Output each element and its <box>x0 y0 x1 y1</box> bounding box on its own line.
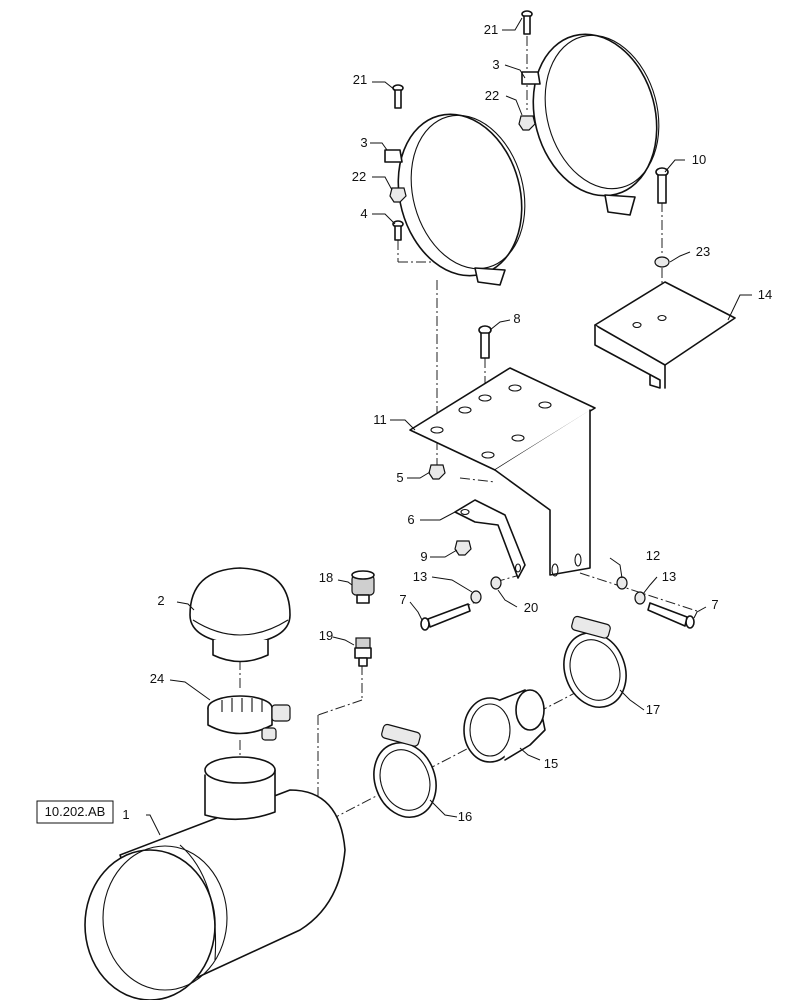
callout-12: 12 <box>646 548 660 563</box>
callout-23: 23 <box>696 244 710 259</box>
callouts: 1 2 3 3 4 5 6 7 7 8 9 10 11 12 13 13 14 … <box>122 22 772 824</box>
air-filter-housing <box>84 756 346 1000</box>
bolt-8 <box>478 325 492 359</box>
callout-6: 6 <box>407 512 414 527</box>
hose-clamp-16 <box>373 723 437 818</box>
nut-9 <box>454 540 472 556</box>
rain-cap <box>189 567 291 663</box>
nut-22-lower <box>389 187 407 203</box>
hose-clamp-17 <box>563 615 627 708</box>
bolt-21-upper <box>521 10 533 35</box>
callout-21a: 21 <box>353 72 367 87</box>
bolt-7-left <box>420 603 471 631</box>
callout-19: 19 <box>319 628 333 643</box>
callout-7b: 7 <box>711 597 718 612</box>
bolt-21-lower <box>392 84 404 109</box>
band-clamp-upper <box>521 33 660 216</box>
callout-13a: 13 <box>413 569 427 584</box>
band-clamp-lower <box>384 113 526 286</box>
bolt-10 <box>655 167 669 204</box>
callout-17: 17 <box>646 702 660 717</box>
callout-21b: 21 <box>484 22 498 37</box>
washer-13-right <box>634 591 646 605</box>
bracket-14 <box>594 281 736 389</box>
bolt-4 <box>392 220 404 241</box>
callout-4: 4 <box>360 206 367 221</box>
callout-11: 11 <box>373 412 387 427</box>
washer-20 <box>490 576 502 590</box>
callout-20: 20 <box>524 600 538 615</box>
callout-18: 18 <box>319 570 333 585</box>
leader-lines <box>146 17 752 836</box>
callout-3b: 3 <box>492 57 499 72</box>
callout-15: 15 <box>544 756 558 771</box>
callout-10: 10 <box>692 152 706 167</box>
reference-box <box>36 800 114 824</box>
fasteners <box>389 10 695 631</box>
callout-14: 14 <box>758 287 772 302</box>
callout-24: 24 <box>150 671 164 686</box>
callout-13b: 13 <box>662 569 676 584</box>
bracket-11 <box>409 367 596 577</box>
bracket-6 <box>454 499 526 579</box>
callout-16: 16 <box>458 809 472 824</box>
callout-22b: 22 <box>485 88 499 103</box>
hose-adapter-15 <box>463 689 546 763</box>
nut-22-upper <box>518 115 536 131</box>
bolt-7-right <box>647 602 695 629</box>
restriction-indicator-18 <box>351 570 375 604</box>
callout-1: 1 <box>122 807 129 822</box>
callout-5: 5 <box>396 470 403 485</box>
callout-3a: 3 <box>360 135 367 150</box>
callout-2: 2 <box>157 593 164 608</box>
clamp-24 <box>207 695 291 741</box>
nut-5 <box>428 464 446 480</box>
callout-8: 8 <box>513 311 520 326</box>
callout-7a: 7 <box>399 592 406 607</box>
callout-22a: 22 <box>352 169 366 184</box>
callout-9: 9 <box>420 549 427 564</box>
washer-12 <box>616 576 628 590</box>
fitting-19 <box>354 637 372 667</box>
washer-23 <box>654 256 670 268</box>
washer-13-left <box>470 590 482 604</box>
reference-label: 10.202.AB <box>45 804 106 819</box>
